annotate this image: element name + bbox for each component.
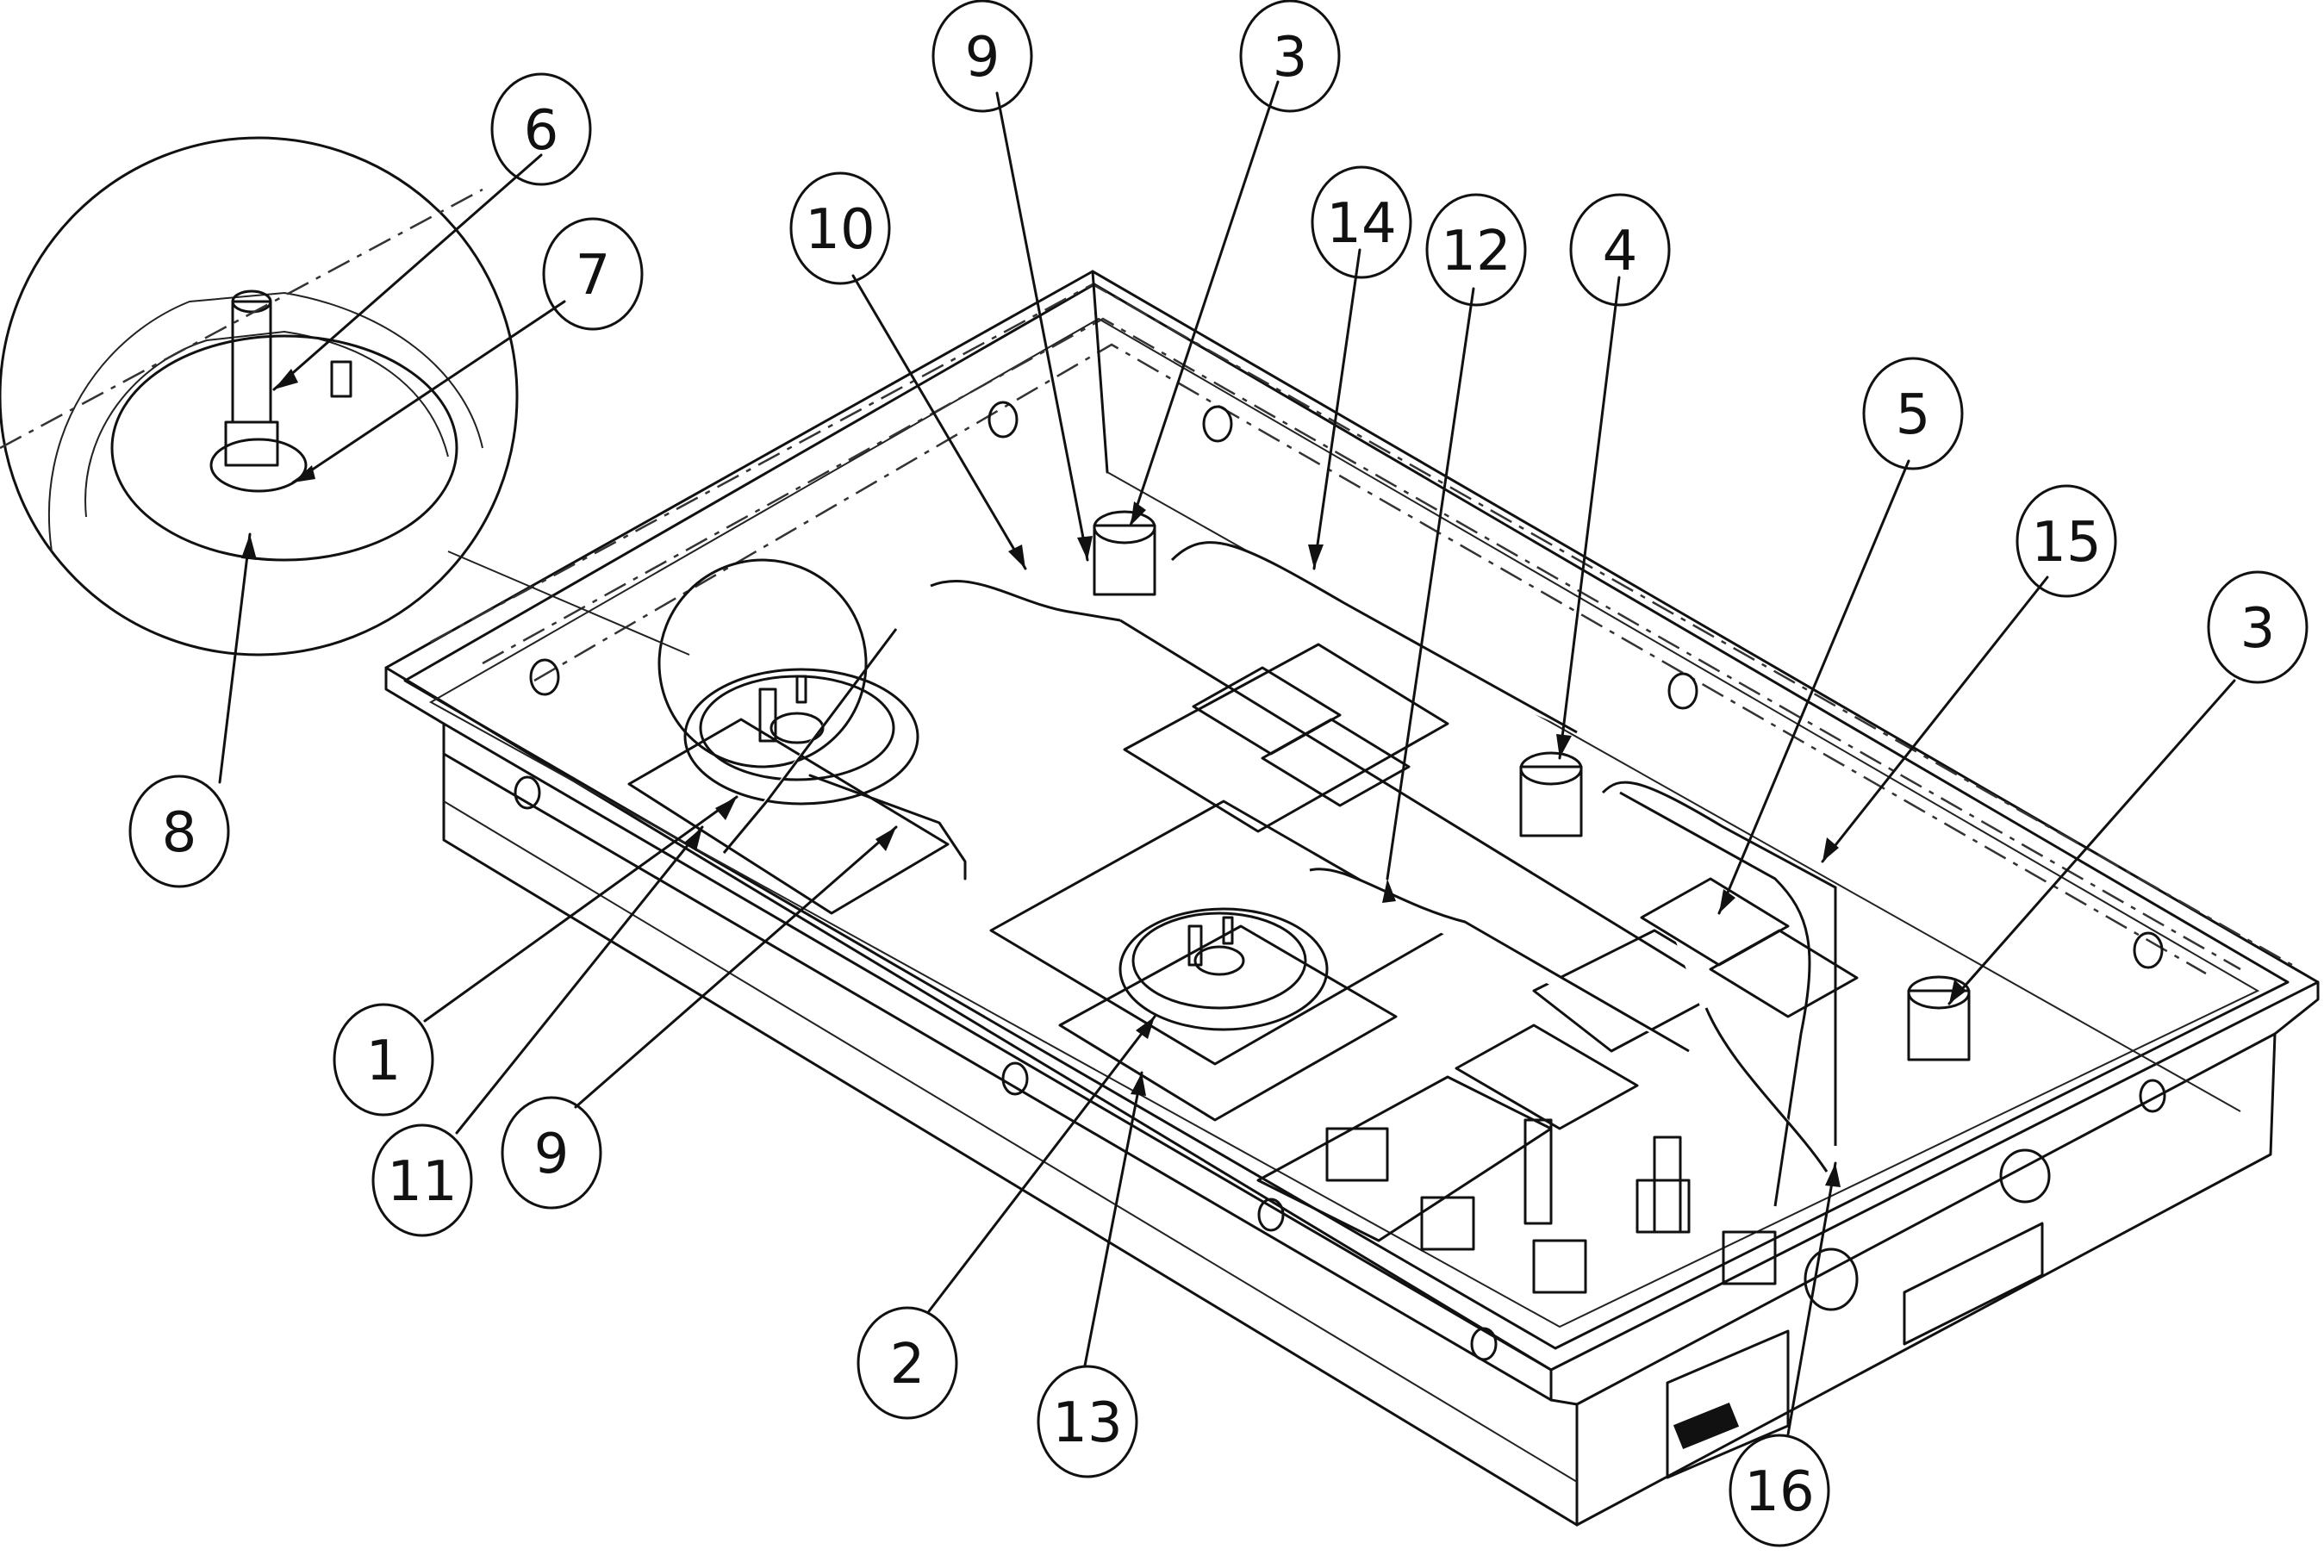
data-plates [1666,1148,2051,1479]
callout-8: 8 [128,775,230,888]
callout-label: 14 [1326,192,1396,256]
cooktop-tray [384,270,2320,1527]
callout-label: 2 [890,1333,925,1397]
callout-label: 3 [1273,26,1308,90]
callout-label: 6 [524,99,559,163]
callout-11: 11 [371,1123,473,1237]
leader-arrowheads [241,369,1966,1187]
callout-label: 8 [162,801,197,865]
callout-10: 10 [789,171,891,285]
callout-2: 2 [857,1306,958,1420]
callout-5: 5 [1862,357,1964,470]
callout-label: 9 [965,26,1000,90]
burner-center [1118,907,1329,1031]
mounting-holes [514,401,2166,1361]
valves [1093,510,1971,1061]
callout-3-right: 3 [2207,570,2308,684]
callout-12: 12 [1425,193,1527,307]
callout-16: 16 [1729,1434,1830,1547]
callout-label: 11 [387,1150,457,1214]
callout-4: 4 [1569,193,1671,307]
callout-label: 1 [366,1030,402,1093]
callout-label: 7 [576,244,611,308]
mounting-plates [627,643,1742,1242]
callout-7: 7 [542,217,644,331]
callout-label: 16 [1744,1460,1814,1524]
callout-label: 9 [534,1123,570,1186]
callout-label: 15 [2031,511,2101,575]
callout-label: 12 [1441,220,1511,283]
callout-9-bottom: 9 [501,1096,602,1210]
callout-label: 13 [1052,1391,1122,1455]
callout-label: 4 [1603,220,1638,283]
callout-6: 6 [490,72,592,186]
leader-lines [218,80,2236,1436]
detail-zoom-view [0,136,690,656]
callout-14: 14 [1311,165,1412,279]
electrical-components [1192,666,1859,1294]
burner-left [657,558,967,880]
callout-15: 15 [2016,484,2117,598]
callout-1: 1 [333,1003,434,1117]
callout-label: 3 [2240,597,2276,661]
callout-13: 13 [1037,1365,1138,1478]
callout-3-top: 3 [1239,0,1341,113]
callout-9-top: 9 [931,0,1033,113]
callout-label: 10 [805,198,875,262]
callout-label: 5 [1896,383,1931,447]
